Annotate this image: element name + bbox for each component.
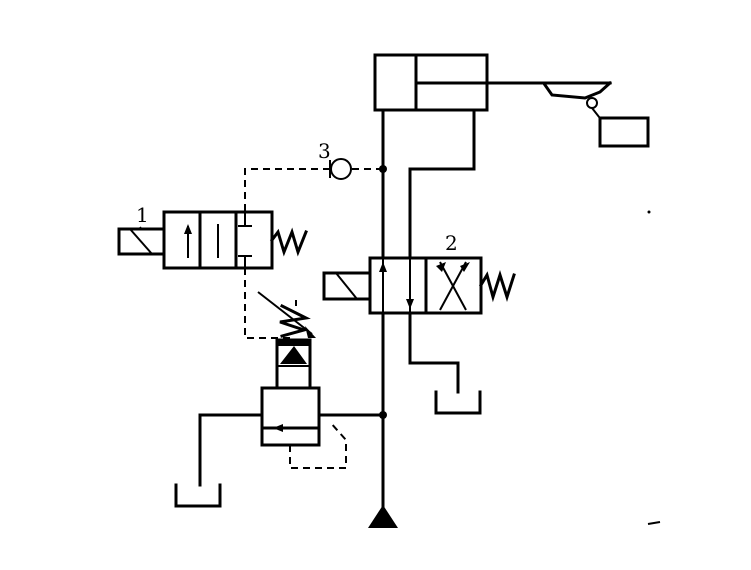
check-valve-3: 3 [244, 139, 383, 212]
valve-2-arrow-a [379, 262, 387, 272]
pilot-stage [275, 338, 312, 390]
check-valve-ball [330, 158, 352, 180]
relief-adjust-arrow-shaft [257, 291, 313, 335]
valve-1-arrow-a [184, 224, 192, 234]
directional-valve-1: 1 [117, 203, 308, 270]
pilot-stage-top-bar [277, 340, 310, 346]
label-valve-2: 2 [445, 231, 458, 255]
pump-symbol [368, 505, 398, 528]
valve-2-arrow-b [406, 299, 414, 309]
tank-left [174, 483, 222, 508]
valve-2-cross-b [439, 261, 467, 311]
hydraulic-cylinder [373, 53, 612, 112]
valve-2-return-line [408, 311, 460, 394]
label-valve-1: 1 [136, 203, 149, 227]
pilot-stage-triangle [280, 346, 307, 364]
tank-right [434, 390, 482, 415]
relief-spring-zigzag [279, 303, 311, 338]
clamp-jaw-shape [542, 80, 613, 100]
speck-1 [647, 210, 651, 214]
unloading-valve-outlet [198, 413, 264, 487]
valve-1-solenoid-coil [129, 228, 153, 255]
pilot-line-to-relief [244, 268, 290, 339]
clamp-jaw [542, 80, 650, 148]
relief-adjust-arrow-head [305, 326, 316, 338]
clamp-pivot [586, 97, 598, 109]
label-check-valve-3: 3 [318, 139, 331, 163]
valve-2-spring [478, 270, 516, 303]
unloading-valve-arrow [273, 424, 283, 432]
relief-valve-spring [257, 291, 316, 338]
directional-valve-2: 2 [322, 231, 516, 315]
workpiece-block [598, 116, 650, 148]
speck-2 [647, 521, 661, 525]
unloading-valve-drain [289, 421, 347, 469]
valve-2-solenoid-coil [335, 272, 358, 300]
rod-side-line [408, 108, 476, 260]
valve-1-solenoid [117, 227, 166, 256]
pilot-line-to-valve-1 [244, 168, 330, 212]
unloading-valve [198, 386, 385, 487]
unloading-valve-body [260, 386, 321, 447]
valve-2-arrow-c [436, 262, 446, 272]
valve-1-spring [269, 227, 308, 257]
valve-2-arrow-d [460, 262, 470, 272]
